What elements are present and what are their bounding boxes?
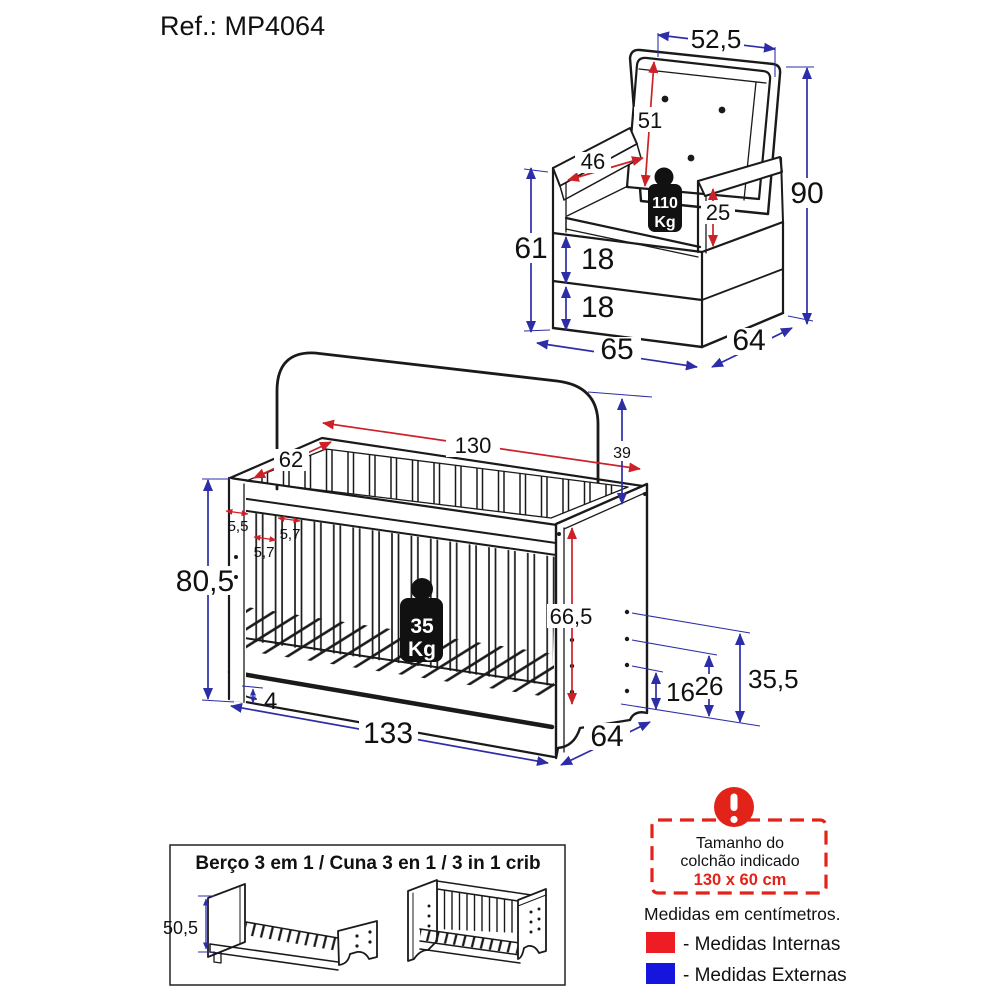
max-weight-badge-crib: 35 Kg [400, 578, 443, 662]
variants-panel: Berço 3 em 1 / Cuna 3 en 1 / 3 in 1 crib… [163, 844, 566, 986]
dim-armchair-top-width: 52,5 [691, 24, 742, 54]
dim-crib-base-gap: 4 [264, 688, 277, 715]
exclamation-icon [714, 787, 754, 827]
dim-crib-level-2: 26 [695, 671, 724, 701]
dim-armchair-depth: 64 [732, 324, 765, 357]
mattress-size-value: 130 x 60 cm [694, 871, 787, 889]
crib-weight-unit: Kg [408, 638, 436, 661]
variants-title: Berço 3 em 1 / Cuna 3 en 1 / 3 in 1 crib [195, 853, 540, 874]
toddler-bed-mini: 50,5 [163, 883, 378, 971]
armchair-dimensions: 52,5 90 61 18 18 65 64 51 46 25 [513, 24, 826, 371]
legend-external-swatch [646, 963, 675, 984]
dim-armchair-arm-height: 61 [514, 232, 547, 265]
mattress-warning: Tamanho do colchão indicado 130 x 60 cm [650, 787, 828, 895]
dim-slat-gap-c: 5,7 [254, 544, 275, 561]
max-weight-badge-armchair: 110 Kg [648, 167, 682, 232]
dim-crib-level-3: 35,5 [748, 664, 799, 694]
dim-crib-total-height: 80,5 [176, 565, 234, 598]
dim-slat-gap-b: 5,7 [280, 526, 301, 543]
legend-units: Medidas em centímetros. [644, 904, 840, 924]
crib-weight-value: 35 [410, 615, 434, 638]
dim-crib-length: 133 [363, 717, 413, 750]
variants-box [169, 844, 566, 986]
dim-crib-inner-length: 130 [455, 433, 492, 458]
dim-armchair-width: 65 [600, 333, 633, 366]
daybed-crib-mini [407, 879, 547, 964]
dim-armchair-base-lower: 18 [581, 291, 614, 324]
mattress-size-line2: colchão indicado [680, 853, 799, 870]
dim-crib-headboard: 39 [613, 445, 631, 462]
dim-armchair-total-height: 90 [790, 177, 823, 210]
dim-armchair-inner-width: 46 [581, 149, 605, 174]
mattress-size-line1: Tamanho do [696, 835, 784, 852]
armchair-weight-unit: Kg [654, 214, 675, 231]
armchair-weight-value: 110 [652, 195, 678, 212]
crib-front-slats [248, 512, 556, 686]
crib-headboard-arch [275, 351, 600, 491]
legend: Medidas em centímetros. - Medidas Intern… [644, 904, 847, 986]
crib-dimensions: 130 62 39 5,5 5,7 5,7 80,5 66,5 16 26 3 [176, 391, 799, 766]
dim-bed-height: 50,5 [163, 918, 198, 938]
legend-internal-label: - Medidas Internas [683, 934, 840, 955]
dim-crib-depth: 64 [590, 720, 623, 753]
dim-armchair-back-height: 51 [638, 108, 662, 133]
page-title: Ref.: MP4064 [160, 11, 325, 41]
dim-crib-level-1: 16 [666, 677, 695, 707]
dim-armchair-armrest-height: 25 [706, 200, 730, 225]
legend-external-label: - Medidas Externas [683, 965, 847, 986]
dim-crib-inner-width: 62 [279, 447, 303, 472]
dim-armchair-base-upper: 18 [581, 243, 614, 276]
tufting-buttons [661, 95, 726, 162]
legend-internal-swatch [646, 932, 675, 953]
crib-drawing: 35 Kg [227, 351, 649, 760]
dim-crib-inner-height: 66,5 [550, 604, 593, 629]
dim-slat-gap-a: 5,5 [228, 518, 249, 535]
warning-dashed-box [650, 818, 828, 895]
